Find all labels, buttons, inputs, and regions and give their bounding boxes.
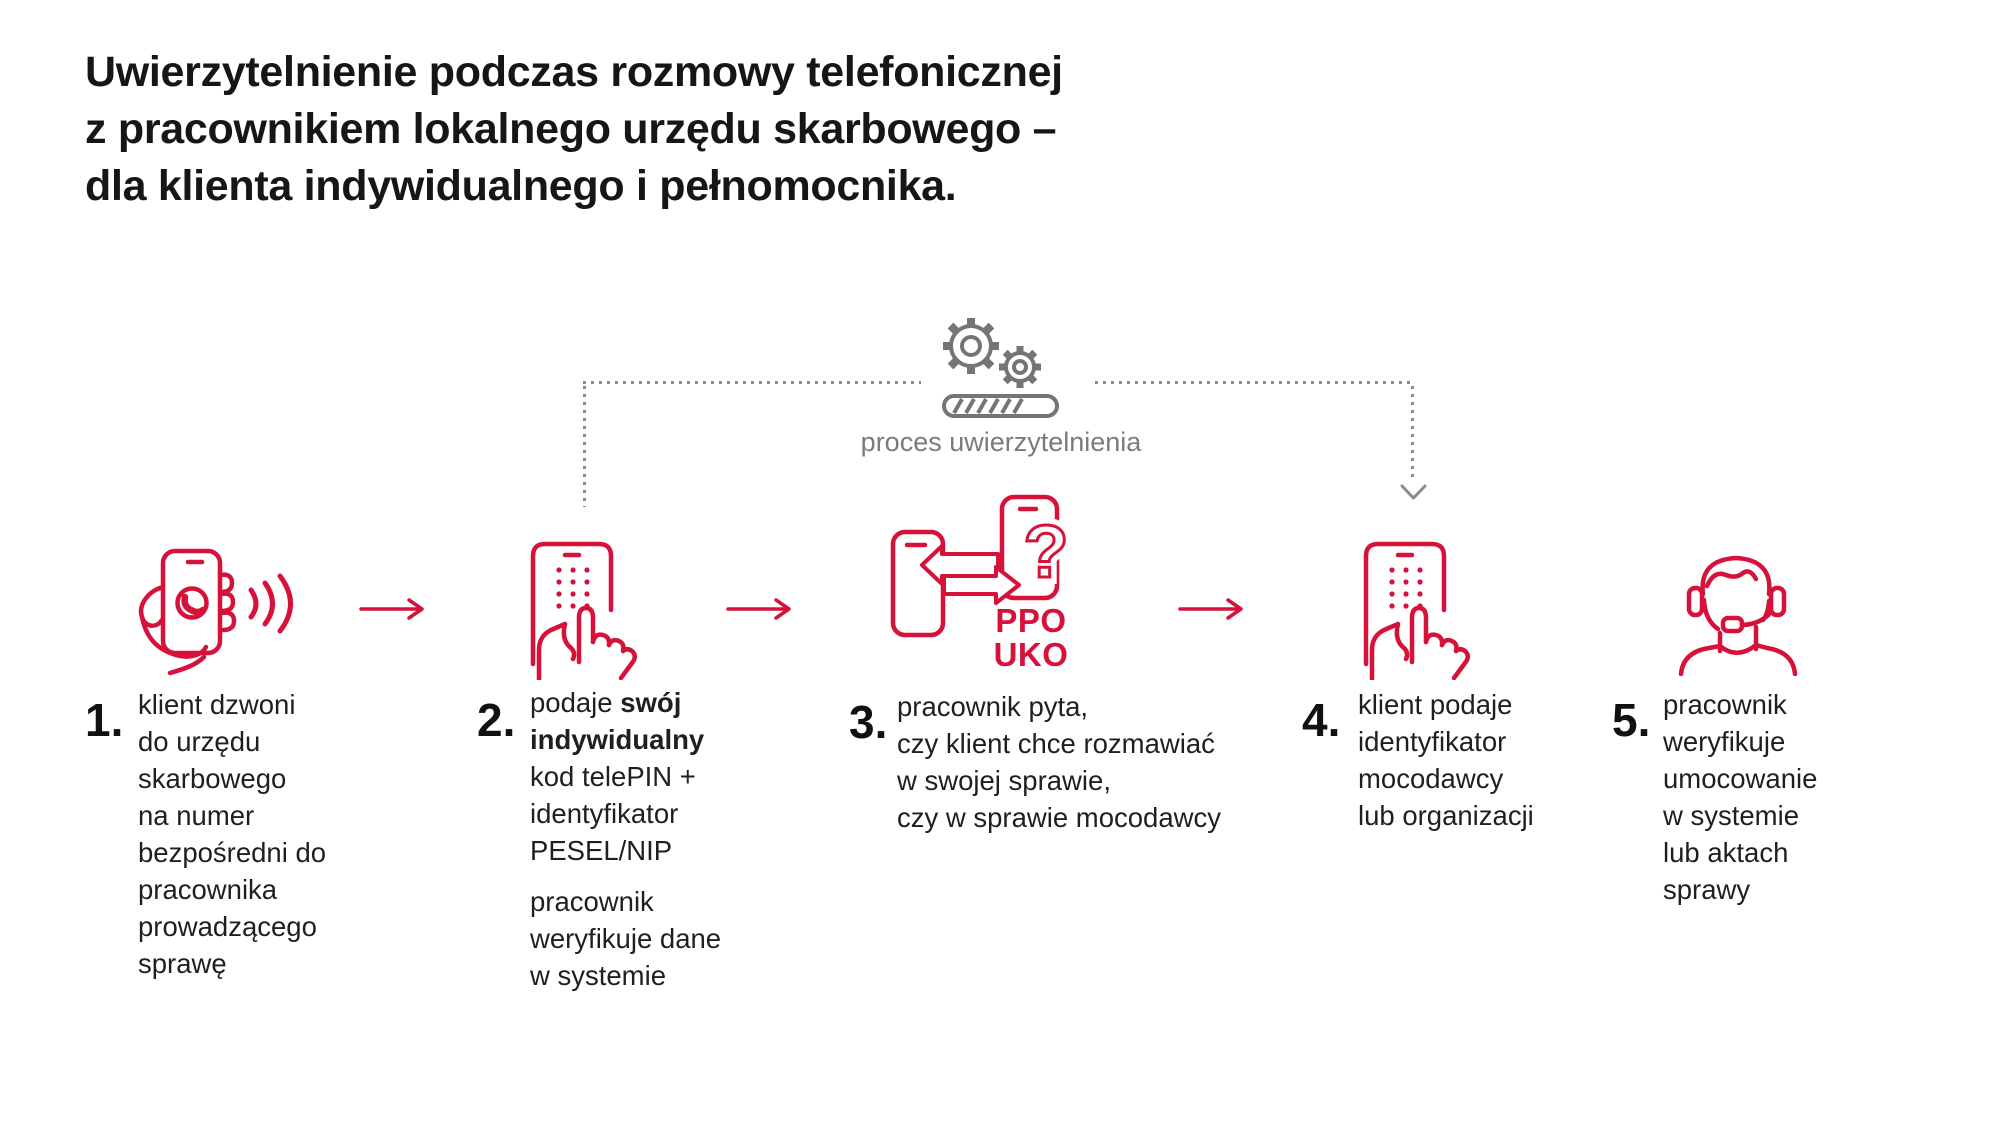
step-2-number: 2. <box>477 694 516 746</box>
step-5-number: 5. <box>1612 694 1651 746</box>
progress-bar-icon <box>942 394 1059 418</box>
finger-dialing-keypad-icon <box>530 541 637 680</box>
badge-line-uko: UKO <box>993 636 1069 673</box>
step-5-text: pracownik weryfikuje umocowanie w system… <box>1663 689 1818 905</box>
title-line-2: z pracownikiem lokalnego urzędu skarbowe… <box>85 105 1057 153</box>
hand-holding-phone-call-icon <box>138 548 293 676</box>
ppo-uko-badge: PPO UKO <box>966 604 1096 672</box>
finger-dialing-keypad-icon <box>1363 541 1470 680</box>
flow-arrow-3 <box>1178 598 1243 620</box>
step-2-text: podaje swój indywidualny kod telePIN + i… <box>530 687 722 991</box>
page-title: Uwierzytelnienie podczas rozmowy telefon… <box>85 44 1063 215</box>
gears-icon <box>943 318 1041 388</box>
dotted-line-left-horizontal <box>583 381 921 384</box>
dotted-line-left-vertical <box>583 386 586 507</box>
flow-arrow-1 <box>359 598 424 620</box>
flow-arrow-2 <box>726 598 791 620</box>
title-line-1: Uwierzytelnienie podczas rozmowy telefon… <box>85 48 1063 96</box>
badge-line-ppo: PPO <box>995 602 1067 639</box>
step-3-text: pracownik pyta, czy klient chce rozmawia… <box>897 691 1221 833</box>
question-mark-halo: ? <box>1023 510 1068 593</box>
arrowhead-down-icon <box>1400 484 1427 500</box>
step-4-text: klient podaje identyfikator mocodawcy lu… <box>1358 689 1534 831</box>
question-mark: ? <box>1023 510 1068 593</box>
phones-exchange-question-icon: ? ? <box>890 494 1076 638</box>
step-1-number: 1. <box>85 694 124 746</box>
dotted-line-right-horizontal <box>1095 381 1414 384</box>
step-1-text: klient dzwoni do urzędu skarbowego na nu… <box>138 689 327 979</box>
dotted-line-right-vertical <box>1411 386 1414 482</box>
process-label: proces uwierzytelnienia <box>860 427 1142 457</box>
title-line-3: dla klienta indywidualnego i pełnomocnik… <box>85 162 957 210</box>
step-4-number: 4. <box>1302 694 1341 746</box>
headset-agent-icon <box>1678 555 1798 676</box>
step-3-number: 3. <box>849 696 888 748</box>
